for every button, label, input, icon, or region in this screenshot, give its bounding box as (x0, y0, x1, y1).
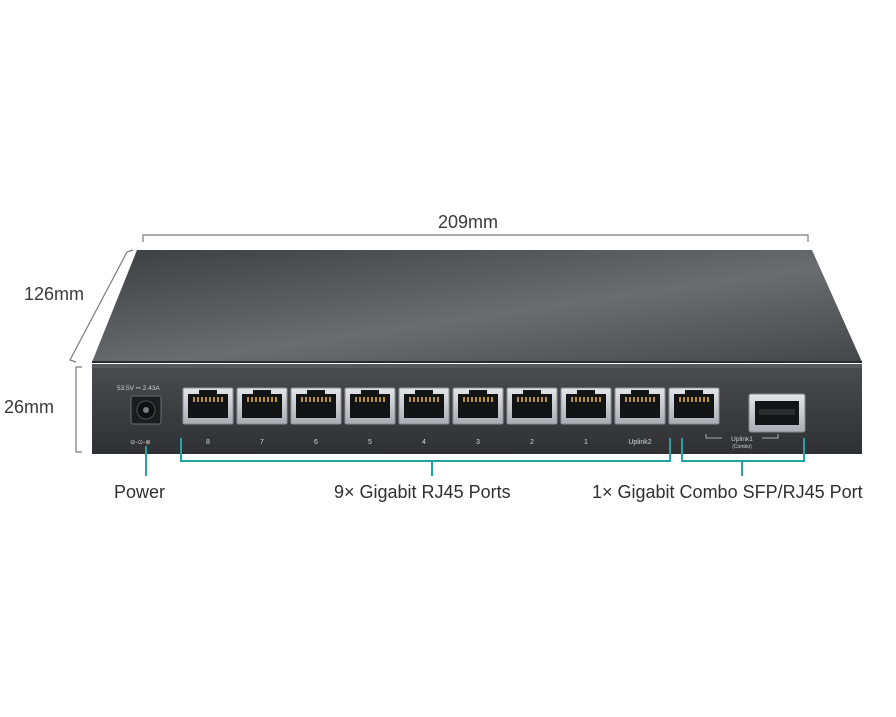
rj45-callout-bracket (180, 438, 671, 462)
rj45-port-combo[interactable] (668, 387, 720, 425)
rj45-port-4[interactable] (398, 387, 450, 425)
rj45-port-8[interactable] (182, 387, 234, 425)
rj45-port-group: 8 7 6 5 4 3 2 1 Uplink2 (182, 387, 720, 446)
rj45-port-7[interactable] (236, 387, 288, 425)
port-number-label: 5 (368, 439, 372, 446)
height-dimension-label: 26mm (4, 397, 55, 417)
depth-dimension-label: 126mm (24, 284, 85, 304)
chassis-top (92, 250, 862, 362)
rj45-callout-label: 9× Gigabit RJ45 Ports (334, 482, 511, 502)
combo-port-sublabel: (Combo) (732, 444, 752, 450)
port-number-label: 8 (206, 439, 210, 446)
port-number-label: 4 (422, 439, 426, 446)
sfp-slot-icon[interactable] (748, 393, 806, 433)
port-number-label: 1 (584, 439, 588, 446)
port-number-label: 7 (260, 439, 264, 446)
polarity-symbol: ⊖-⊙-⊕ (130, 439, 151, 446)
combo-port-label: Uplink1 (731, 436, 753, 443)
power-callout-label: Power (114, 482, 166, 502)
port-number-label: 6 (314, 439, 318, 446)
power-area: 53.5V ⎓ 2.43A ⊖-⊙-⊕ (117, 385, 162, 446)
port-number-label: Uplink2 (628, 439, 651, 446)
combo-label-area: Uplink1 (Combo) (705, 434, 779, 450)
callout-lines (145, 438, 805, 476)
power-rating: 53.5V ⎓ 2.43A (117, 385, 160, 392)
rj45-port-Uplink2[interactable] (614, 387, 666, 425)
combo-callout-label: 1× Gigabit Combo SFP/RJ45 Port (592, 482, 863, 502)
width-dimension-line (142, 234, 809, 242)
dimension-lines (69, 234, 809, 453)
port-number-label: 2 (530, 439, 534, 446)
rj45-port-2[interactable] (506, 387, 558, 425)
rj45-port-1[interactable] (560, 387, 612, 425)
rj45-port-3[interactable] (452, 387, 504, 425)
height-dimension-line (75, 366, 82, 453)
rj45-port-5[interactable] (344, 387, 396, 425)
width-dimension-label: 209mm (438, 212, 499, 232)
depth-dimension-line (69, 249, 134, 363)
port-number-label: 3 (476, 439, 480, 446)
rj45-port-6[interactable] (290, 387, 342, 425)
